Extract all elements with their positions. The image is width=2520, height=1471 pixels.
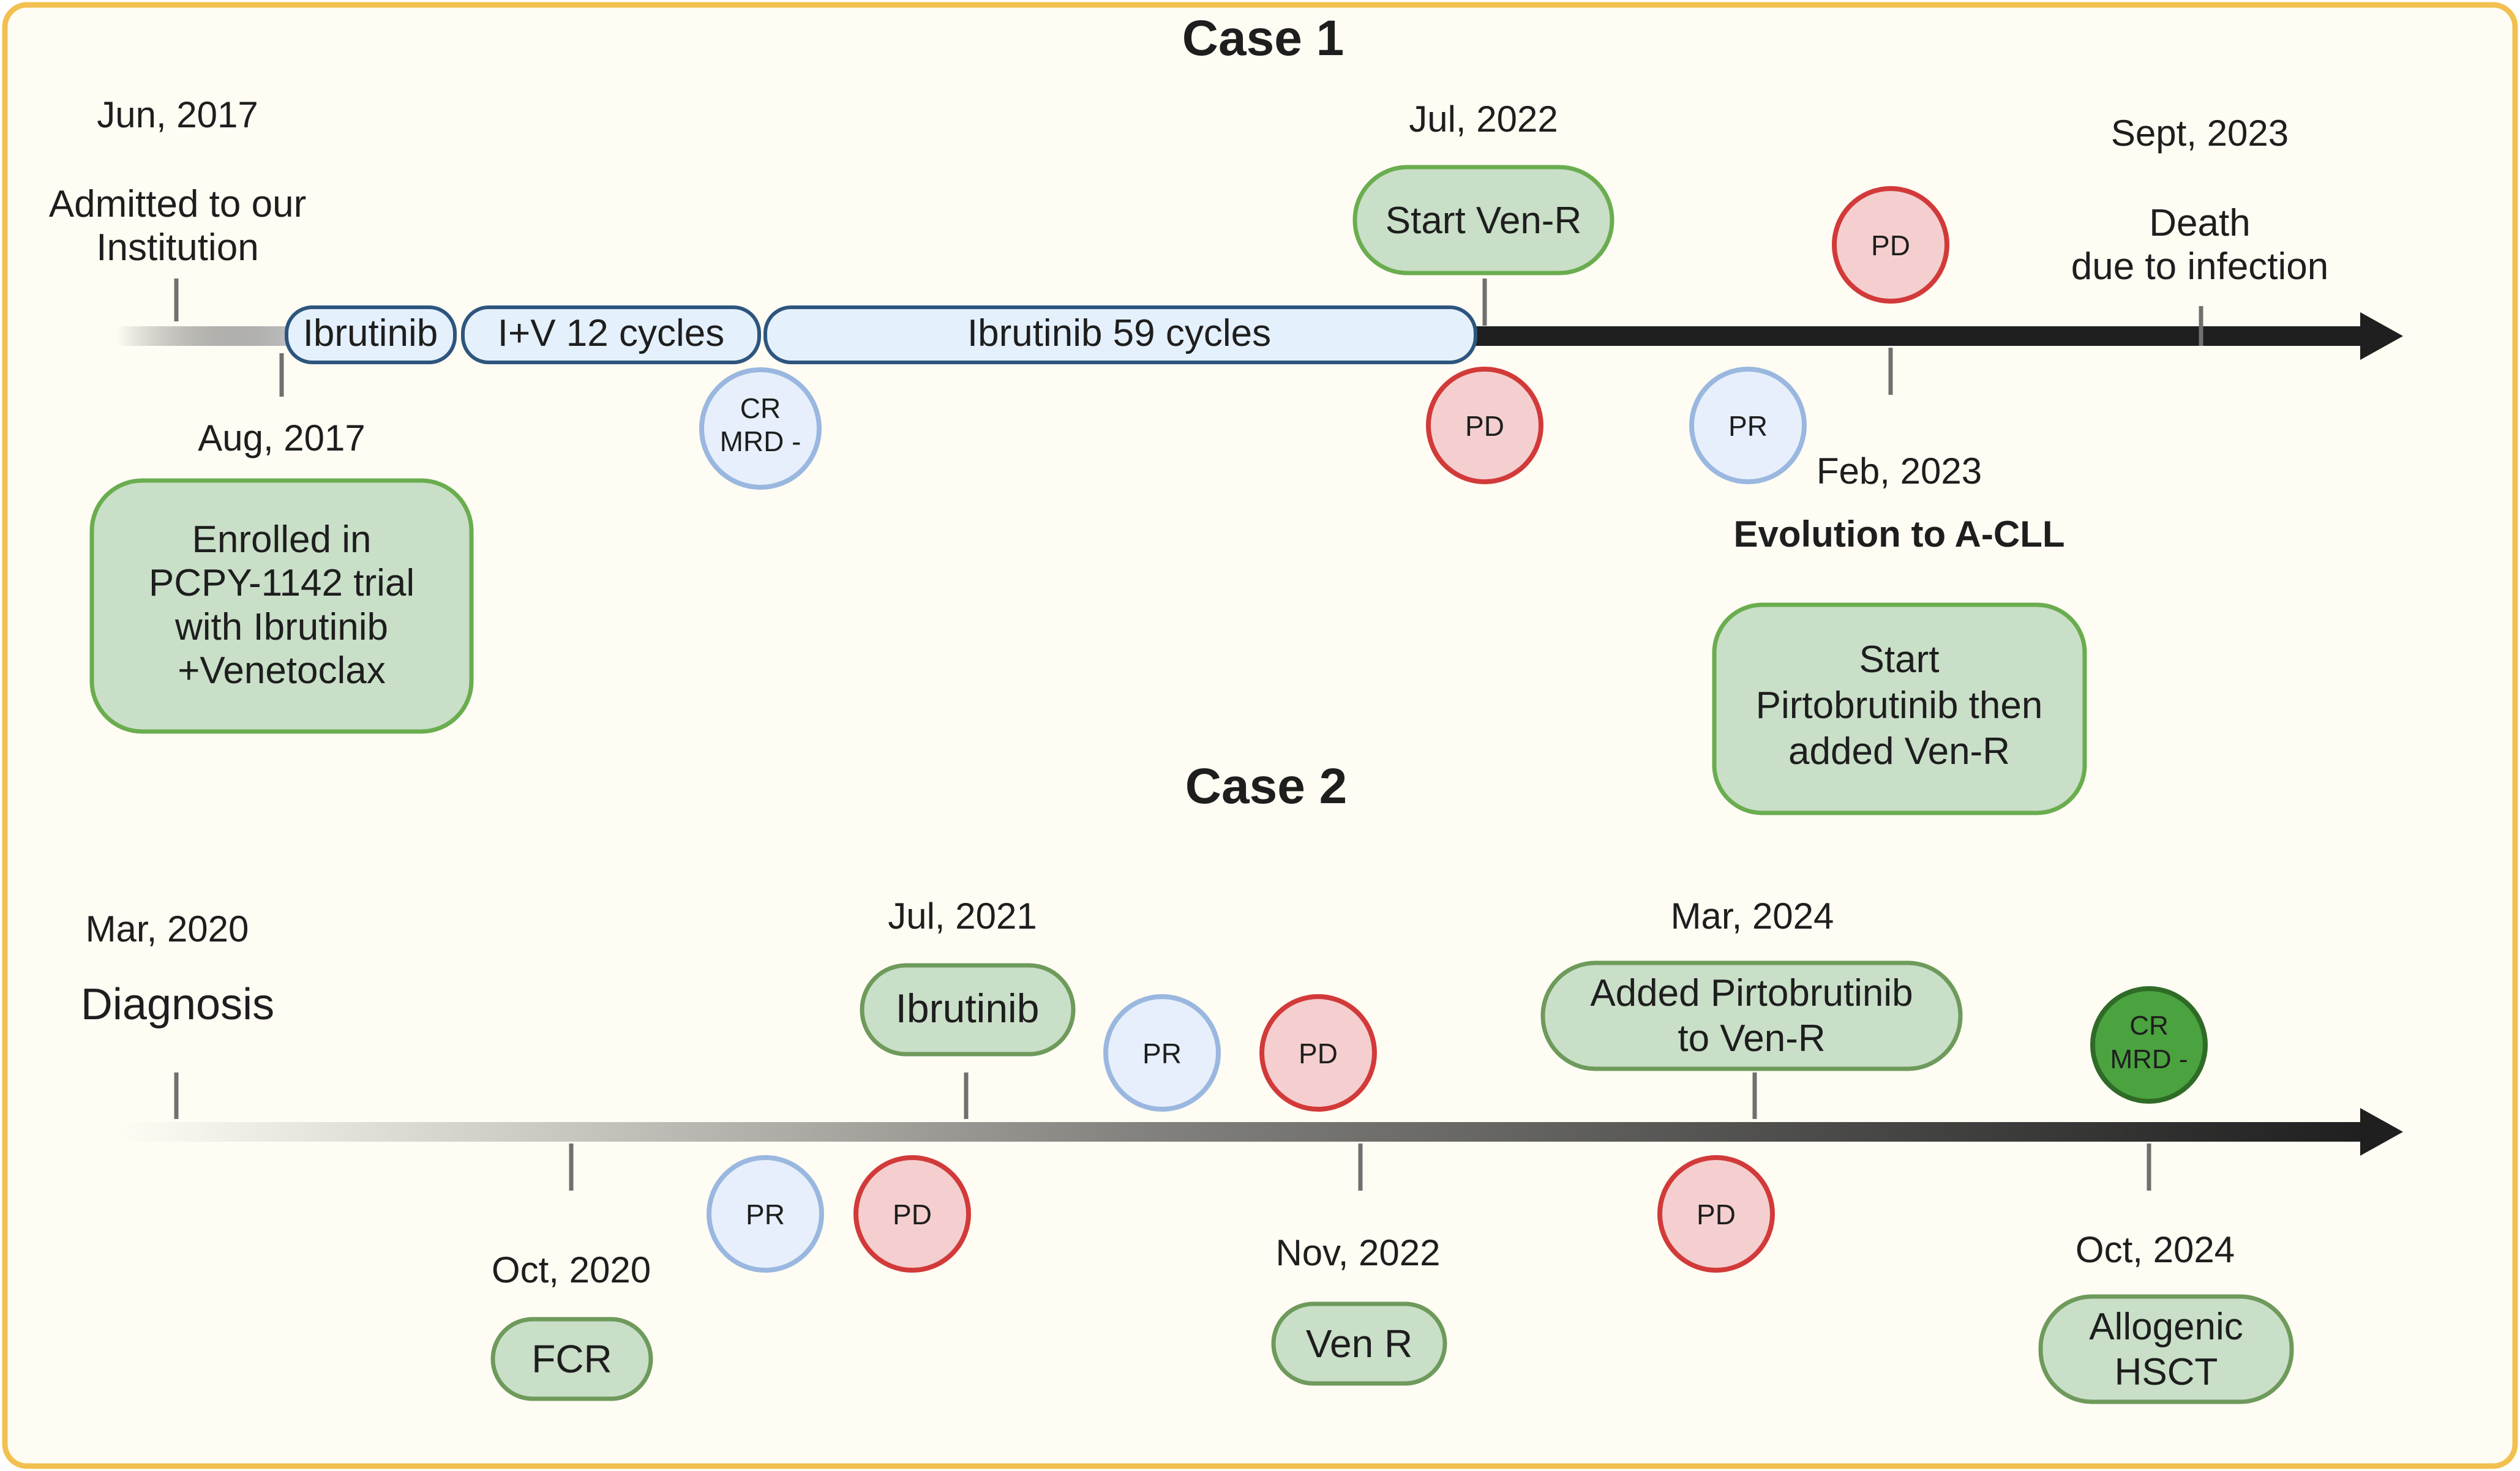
case2-pr-after-fcr-badge bbox=[707, 1155, 824, 1273]
case2-jul2021-box bbox=[860, 963, 1076, 1057]
case1-feb2023-date: Feb, 2023 bbox=[1817, 451, 1982, 492]
case1-pd-jul2022-badge bbox=[1426, 367, 1543, 484]
case1-sept2023-line2: due to infection bbox=[2071, 245, 2329, 288]
case2-title: Case 2 bbox=[1185, 758, 1347, 814]
case2-axis-arrowhead bbox=[2360, 1108, 2403, 1156]
case1-jun2017-line2: Institution bbox=[96, 226, 258, 269]
case1-jun2017-date: Jun, 2017 bbox=[97, 94, 258, 135]
case1-aug2017-box-line3: with Ibrutinib bbox=[174, 606, 388, 648]
case2-oct2024-box bbox=[2038, 1294, 2294, 1404]
case2-pd-after-venr-badge bbox=[1657, 1155, 1775, 1273]
case2-pr-after-ibrutinib-badge bbox=[1103, 994, 1221, 1112]
case1-jun2017-line1: Admitted to our bbox=[49, 183, 306, 225]
case1-segment-iv12 bbox=[461, 305, 761, 364]
case1-feb2023-box-line3: added Ven-R bbox=[1788, 730, 2010, 773]
case1-feb2023-box-line2: Pirtobrutinib then bbox=[1756, 684, 2043, 727]
case1-pd-jul2022-label: PD bbox=[1465, 410, 1504, 442]
case2-mar2024-box bbox=[1540, 960, 1963, 1071]
case2-pd-after-ibrutinib-badge bbox=[1259, 994, 1377, 1112]
case1-aug2017-box-line4: +Venetoclax bbox=[178, 649, 386, 692]
case1-aug2017-box-line1: Enrolled in bbox=[192, 518, 372, 561]
case1-axis-fade bbox=[116, 326, 288, 346]
case1-axis-arrowhead bbox=[2360, 312, 2403, 360]
case1-axis bbox=[1469, 326, 2369, 346]
case2-cr-line2: MRD - bbox=[2110, 1044, 2188, 1074]
case1-title: Case 1 bbox=[1182, 10, 1344, 66]
case2-pd-after-fcr-badge bbox=[853, 1155, 971, 1273]
case1-cr-line2: MRD - bbox=[720, 425, 801, 457]
case1-pr-label: PR bbox=[1728, 410, 1768, 442]
case2-mar2024-date: Mar, 2024 bbox=[1671, 896, 1834, 937]
case1-sept2023-line1: Death bbox=[2149, 202, 2250, 244]
case2-jul2021-date: Jul, 2021 bbox=[888, 896, 1037, 937]
case1-segment-ibrutinib59-label: Ibrutinib 59 cycles bbox=[967, 312, 1271, 354]
case1-aug2017-box bbox=[89, 478, 474, 734]
case2-pd-after-ibrutinib-label: PD bbox=[1299, 1038, 1338, 1069]
case1-segment-ibrutinib-label: Ibrutinib bbox=[303, 312, 438, 354]
case2-cr-mrd-negative-badge bbox=[2090, 986, 2208, 1104]
case1-feb2023-box bbox=[1712, 602, 2087, 815]
case2-pd-after-venr-label: PD bbox=[1697, 1199, 1736, 1230]
case2-oct2024-box-line2: HSCT bbox=[2115, 1351, 2218, 1393]
case2-cr-line1: CR bbox=[2129, 1011, 2169, 1041]
case2-jul2021-box-label: Ibrutinib bbox=[896, 986, 1040, 1031]
case2-nov2022-box bbox=[1271, 1301, 1447, 1386]
case1-segment-ibrutinib bbox=[285, 305, 457, 364]
case1-jul2022-box-label: Start Ven-R bbox=[1386, 200, 1581, 242]
case1-aug2017-date: Aug, 2017 bbox=[198, 417, 366, 459]
case1-pd-feb2023-badge bbox=[1832, 186, 1949, 304]
case1-cr-line1: CR bbox=[740, 392, 781, 424]
case2-oct2024-box-line1: Allogenic bbox=[2089, 1306, 2243, 1348]
case2-oct2020-date: Oct, 2020 bbox=[492, 1249, 651, 1290]
case2-mar2020-date: Mar, 2020 bbox=[86, 908, 249, 949]
case2-pr-after-fcr-label: PR bbox=[746, 1199, 785, 1230]
case1-sept2023-date: Sept, 2023 bbox=[2111, 113, 2289, 154]
case1-feb2023-box-line1: Start bbox=[1859, 638, 1940, 681]
case2-oct2020-box bbox=[490, 1317, 653, 1401]
case2-mar2024-box-line1: Added Pirtobrutinib bbox=[1590, 972, 1913, 1014]
case2-oct2024-date: Oct, 2024 bbox=[2076, 1229, 2235, 1270]
case2-oct2020-box-label: FCR bbox=[531, 1337, 612, 1381]
case1-segment-ibrutinib59 bbox=[763, 305, 1477, 364]
case2-pd-after-fcr-label: PD bbox=[893, 1199, 932, 1230]
case1-pr-badge bbox=[1689, 367, 1807, 484]
case1-aug2017-box-line2: PCPY-1142 trial bbox=[149, 562, 414, 604]
case1-feb2023-heading: Evolution to A-CLL bbox=[1734, 514, 2065, 555]
case2-mar2024-box-line2: to Ven-R bbox=[1678, 1017, 1825, 1060]
case2-nov2022-box-label: Ven R bbox=[1306, 1322, 1412, 1366]
case2-pr-after-ibrutinib-label: PR bbox=[1142, 1038, 1182, 1069]
case1-cr-mrd-negative-badge bbox=[699, 367, 822, 490]
case2-nov2022-date: Nov, 2022 bbox=[1275, 1232, 1440, 1273]
case1-jul2022-box bbox=[1352, 165, 1614, 275]
case2-mar2020-label: Diagnosis bbox=[81, 980, 274, 1029]
case1-pd-feb2023-label: PD bbox=[1871, 230, 1910, 261]
case1-jul2022-date: Jul, 2022 bbox=[1409, 99, 1558, 140]
case1-segment-iv12-label: I+V 12 cycles bbox=[498, 312, 724, 354]
case2-axis bbox=[116, 1122, 2369, 1142]
